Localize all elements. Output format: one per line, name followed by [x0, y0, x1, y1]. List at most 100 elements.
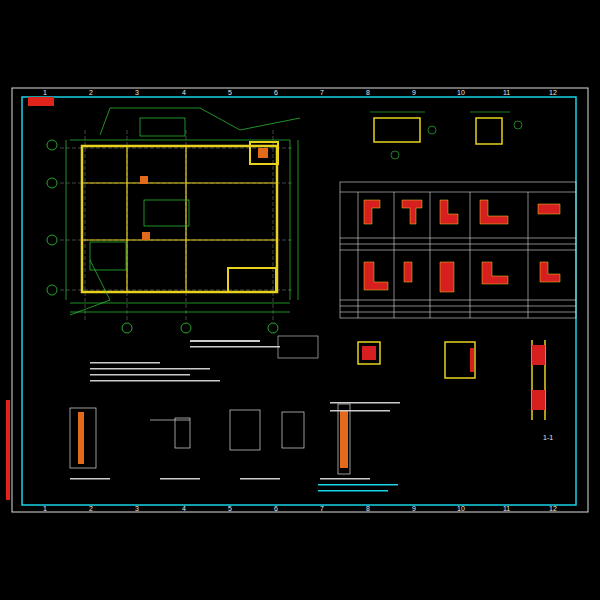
drawing-rect — [70, 408, 96, 468]
drawing-line — [340, 250, 576, 251]
drawing-circle — [181, 323, 191, 333]
drawing-rect — [230, 410, 260, 450]
drawing-rect — [144, 200, 189, 226]
grid-index-number: 6 — [274, 505, 278, 513]
grid-index-number: 5 — [228, 505, 232, 513]
grid-index-number: 8 — [366, 89, 370, 97]
drawing-rect — [140, 118, 185, 136]
drawing-g — [70, 404, 350, 474]
drawing-rect — [82, 146, 277, 292]
drawing-line — [430, 192, 431, 318]
drawing-rect — [12, 88, 588, 512]
drawing-rect — [70, 478, 110, 480]
grid-index-number: 10 — [457, 89, 465, 97]
drawing-rect — [282, 412, 304, 448]
drawing-line — [127, 130, 128, 320]
grid-index-number: 10 — [457, 505, 465, 513]
drawing-line — [340, 192, 576, 193]
drawing-circle — [514, 121, 522, 129]
drawing-rect — [22, 97, 576, 505]
drawing-circle — [391, 151, 399, 159]
drawing-rect — [6, 400, 10, 500]
drawing-path — [440, 262, 454, 292]
drawing-line — [150, 420, 190, 421]
drawing-rect — [28, 97, 54, 106]
section-mark: 1-1 — [543, 434, 553, 442]
drawing-rect — [320, 478, 370, 480]
drawing-rect — [362, 346, 376, 360]
drawing-rect — [90, 368, 210, 370]
drawing-line — [70, 312, 290, 313]
drawing-g — [90, 340, 280, 382]
grid-index-number: 6 — [274, 89, 278, 97]
drawing-rect — [374, 118, 420, 142]
grid-index-number: 5 — [228, 89, 232, 97]
drawing-rect — [90, 242, 126, 270]
drawing-line — [60, 148, 292, 149]
drawing-path — [402, 200, 422, 224]
drawing-polyline — [100, 108, 300, 135]
grid-index-number: 12 — [549, 89, 557, 97]
drawing-line — [528, 192, 529, 318]
drawing-rect — [338, 404, 350, 474]
drawing-line — [370, 112, 425, 113]
drawing-g — [140, 148, 268, 240]
drawing-path — [540, 262, 560, 282]
drawing-rect — [190, 346, 280, 348]
drawing-line — [340, 312, 576, 313]
drawing-circle — [47, 235, 57, 245]
drawing-rect — [250, 142, 278, 164]
drawing-g — [318, 484, 398, 492]
grid-index-number: 2 — [89, 505, 93, 513]
grid-index-number: 1 — [43, 505, 47, 513]
drawing-line — [394, 192, 395, 318]
drawing-rect — [160, 478, 200, 480]
grid-index-number: 3 — [135, 89, 139, 97]
drawing-rect — [140, 176, 148, 184]
drawing-path — [364, 200, 380, 224]
drawing-line — [470, 112, 510, 113]
drawing-line — [126, 146, 127, 292]
drawing-g — [60, 130, 292, 320]
drawing-rect — [330, 410, 390, 412]
drawing-g — [374, 118, 502, 144]
drawing-path — [440, 200, 458, 224]
drawing-path — [364, 262, 388, 290]
drawing-rect — [78, 412, 84, 464]
drawing-line — [290, 140, 291, 300]
drawing-rect — [330, 402, 400, 404]
drawing-line — [60, 290, 292, 291]
drawing-line — [340, 306, 576, 307]
drawing-rect — [318, 484, 398, 486]
drawing-rect — [358, 342, 380, 364]
drawing-g — [358, 340, 545, 420]
drawing-line — [340, 244, 576, 245]
drawing-rect — [90, 380, 220, 382]
drawing-rect — [476, 118, 502, 144]
drawing-rect — [142, 232, 150, 240]
drawing-circle — [47, 140, 57, 150]
drawing-line — [358, 192, 359, 318]
grid-index-number: 9 — [412, 505, 416, 513]
drawing-circle — [47, 285, 57, 295]
drawing-circle — [268, 323, 278, 333]
drawing-g — [70, 402, 400, 480]
drawing-line — [470, 192, 471, 318]
drawing-g — [362, 345, 545, 410]
grid-index-number: 1 — [43, 89, 47, 97]
grid-index-number: 11 — [503, 89, 510, 97]
drawing-rect — [445, 342, 475, 378]
drawing-path — [482, 262, 508, 284]
drawing-rect — [175, 418, 190, 448]
drawing-line — [82, 239, 277, 240]
drawing-g — [78, 410, 348, 468]
drawing-rect — [278, 336, 318, 358]
grid-index-number: 11 — [503, 505, 510, 513]
drawing-g — [66, 108, 300, 315]
grid-index-number: 3 — [135, 505, 139, 513]
drawing-rect — [532, 390, 545, 410]
drawing-g — [370, 112, 522, 159]
drawing-g — [47, 140, 278, 333]
